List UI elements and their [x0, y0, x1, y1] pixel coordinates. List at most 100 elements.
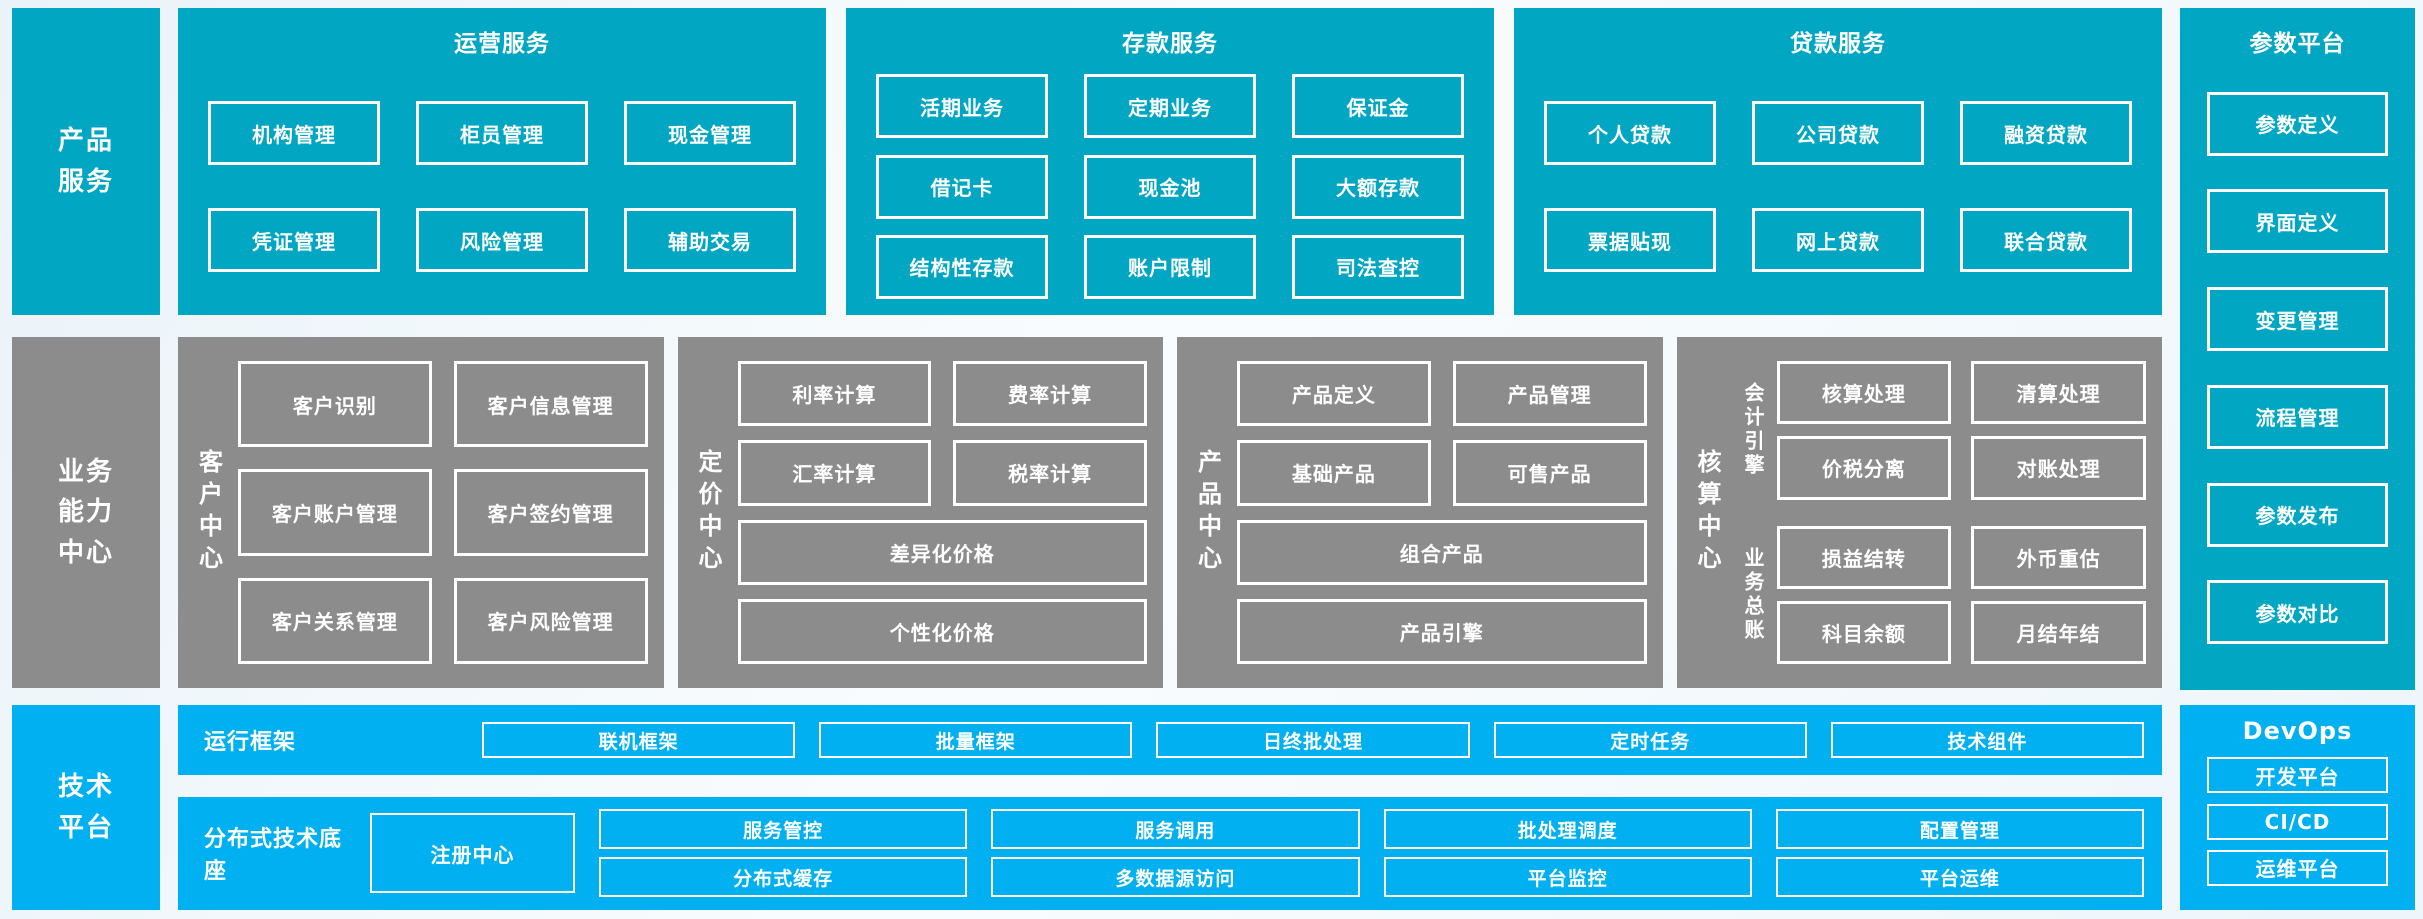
- box-registry-center: 注册中心: [370, 813, 575, 893]
- box-batch-framework: 批量框架: [819, 722, 1133, 758]
- parameter-platform-list: 参数定义 界面定义 变更管理 流程管理 参数发布 参数对比: [2180, 58, 2415, 690]
- section-accounting-center: 核算中心 会计引擎 核算处理 清算处理 价税分离 对账处理 业务总账: [1676, 337, 2162, 688]
- operations-services-title: 运营服务: [454, 31, 550, 57]
- box-customer-info-management: 客户信息管理: [453, 361, 648, 448]
- band-runtime-framework: 运行框架 联机框架 批量框架 日终批处理 定时任务 技术组件: [178, 705, 2162, 775]
- box-ops-platform: 运维平台: [2207, 849, 2388, 886]
- pricing-center-grid: 利率计算 费率计算 汇率计算 税率计算 差异化价格 个性化价格: [737, 361, 1147, 664]
- box-exchange-rate-calculation: 汇率计算: [737, 440, 932, 506]
- section-devops: DevOps 开发平台 CI/CD 运维平台: [2180, 705, 2415, 910]
- accounting-center-label: 核算中心: [1693, 448, 1721, 577]
- box-reconciliation-processing: 对账处理: [1971, 436, 2146, 500]
- box-platform-monitoring: 平台监控: [1383, 857, 1752, 897]
- box-differentiated-pricing: 差异化价格: [737, 519, 1147, 585]
- box-platform-operations: 平台运维: [1775, 857, 2144, 897]
- box-service-governance: 服务管控: [599, 809, 968, 849]
- accounting-center-groups: 会计引擎 核算处理 清算处理 价税分离 对账处理 业务总账 损益结转 外币重估: [1737, 361, 2146, 664]
- box-dev-platform: 开发平台: [2207, 757, 2388, 794]
- row-label-product-services-text: 产品 服务: [57, 126, 114, 197]
- box-customer-risk-management: 客户风险管理: [453, 577, 648, 664]
- section-loan-services: 贷款服务 个人贷款 公司贷款 融资贷款 票据贴现 网上贷款 联合贷款: [1514, 8, 2162, 315]
- customer-center-grid: 客户识别 客户信息管理 客户账户管理 客户签约管理 客户关系管理 客户风险管理: [238, 361, 648, 664]
- section-deposit-services: 存款服务 活期业务 定期业务 保证金 借记卡 现金池 大额存款 结构性存款 账户…: [846, 8, 1494, 315]
- runtime-framework-label: 运行框架: [204, 730, 297, 755]
- section-pricing-center: 定价中心 利率计算 费率计算 汇率计算 税率计算 差异化价格 个性化价格: [677, 337, 1163, 688]
- box-cash-management: 现金管理: [624, 101, 796, 165]
- operations-services-grid: 机构管理 柜员管理 现金管理 凭证管理 风险管理 辅助交易: [178, 58, 826, 315]
- box-online-loan: 网上贷款: [1752, 208, 1924, 272]
- box-scheduled-task: 定时任务: [1493, 722, 1807, 758]
- customer-center-label: 客户中心: [194, 448, 223, 577]
- box-customer-relationship-management: 客户关系管理: [238, 577, 432, 664]
- box-price-tax-separation: 价税分离: [1776, 436, 1952, 500]
- sidebar-row-labels: 产品 服务 业务 能力 中心 技术 平台: [12, 8, 160, 910]
- box-online-framework: 联机框架: [482, 722, 796, 758]
- distributed-base-grid: 服务管控 服务调用 批处理调度 配置管理 分布式缓存 多数据源访问 平台监控 平…: [599, 809, 2144, 897]
- box-sellable-product: 可售产品: [1452, 440, 1647, 506]
- box-risk-management: 风险管理: [416, 208, 588, 272]
- box-structured-deposit: 结构性存款: [876, 234, 1048, 299]
- row-product-services: 运营服务 机构管理 柜员管理 现金管理 凭证管理 风险管理 辅助交易 存款服务 …: [178, 8, 2162, 315]
- box-judicial-inquiry-control: 司法查控: [1292, 234, 1464, 299]
- box-parameter-comparison: 参数对比: [2207, 580, 2388, 645]
- box-tech-component: 技术组件: [1830, 722, 2145, 758]
- section-customer-center: 客户中心 客户识别 客户信息管理 客户账户管理 客户签约管理 客户关系管理 客户…: [178, 337, 664, 688]
- box-batch-scheduling: 批处理调度: [1383, 809, 1752, 849]
- box-month-year-end: 月结年结: [1971, 600, 2146, 664]
- business-ledger-label: 业务总账: [1741, 546, 1765, 643]
- row-business-capability: 客户中心 客户识别 客户信息管理 客户账户管理 客户签约管理 客户关系管理 客户…: [178, 337, 2162, 688]
- box-change-management: 变更管理: [2207, 287, 2388, 352]
- box-service-invocation: 服务调用: [991, 809, 1360, 849]
- box-auxiliary-transaction: 辅助交易: [624, 208, 796, 272]
- box-cash-pool: 现金池: [1084, 154, 1256, 219]
- box-multi-datasource-access: 多数据源访问: [991, 857, 1360, 897]
- box-product-management: 产品管理: [1452, 361, 1647, 427]
- box-distributed-cache: 分布式缓存: [599, 857, 968, 897]
- distributed-base-label: 分布式技术底座: [204, 827, 343, 884]
- business-ledger-group: 业务总账 损益结转 外币重估 科目余额 月结年结: [1737, 525, 2146, 664]
- box-eod-batch-processing: 日终批处理: [1156, 722, 1470, 758]
- product-center-label: 产品中心: [1193, 448, 1222, 577]
- row-label-business-capability-text: 业务 能力 中心: [57, 457, 114, 568]
- accounting-engine-group: 会计引擎 核算处理 清算处理 价税分离 对账处理: [1737, 361, 2146, 500]
- box-accounting-processing: 核算处理: [1776, 361, 1952, 425]
- box-customer-account-management: 客户账户管理: [238, 469, 432, 556]
- box-syndicated-loan: 联合贷款: [1960, 208, 2132, 272]
- row-label-technology-platform: 技术 平台: [12, 705, 160, 910]
- box-basic-product: 基础产品: [1237, 440, 1431, 506]
- box-interface-definition: 界面定义: [2207, 189, 2388, 254]
- box-personalized-pricing: 个性化价格: [737, 598, 1147, 664]
- product-center-grid: 产品定义 产品管理 基础产品 可售产品 组合产品 产品引擎: [1237, 361, 1647, 664]
- box-interest-rate-calculation: 利率计算: [737, 361, 932, 427]
- box-process-management: 流程管理: [2207, 384, 2388, 449]
- section-product-center: 产品中心 产品定义 产品管理 基础产品 可售产品 组合产品 产品引擎: [1177, 337, 1663, 688]
- box-product-definition: 产品定义: [1237, 361, 1431, 427]
- main-area: 运营服务 机构管理 柜员管理 现金管理 凭证管理 风险管理 辅助交易 存款服务 …: [178, 8, 2162, 910]
- accounting-engine-grid: 核算处理 清算处理 价税分离 对账处理: [1776, 361, 2146, 500]
- box-pnl-carryover: 损益结转: [1776, 525, 1952, 589]
- accounting-engine-label: 会计引擎: [1741, 382, 1765, 479]
- box-voucher-management: 凭证管理: [208, 208, 380, 272]
- box-account-balance: 科目余额: [1776, 600, 1952, 664]
- box-tax-rate-calculation: 税率计算: [953, 440, 1147, 506]
- box-demand-business: 活期业务: [876, 74, 1048, 139]
- parameter-platform-title: 参数平台: [2249, 31, 2346, 57]
- devops-title: DevOps: [2242, 717, 2353, 745]
- box-margin-deposit: 保证金: [1292, 74, 1464, 139]
- box-product-engine: 产品引擎: [1237, 598, 1647, 664]
- right-column: 参数平台 参数定义 界面定义 变更管理 流程管理 参数发布 参数对比 DevOp…: [2180, 8, 2415, 910]
- deposit-services-title: 存款服务: [1122, 31, 1218, 57]
- box-debit-card: 借记卡: [876, 154, 1048, 219]
- business-ledger-grid: 损益结转 外币重估 科目余额 月结年结: [1776, 525, 2146, 664]
- box-combined-product: 组合产品: [1237, 519, 1647, 585]
- box-bill-discount: 票据贴现: [1544, 208, 1716, 272]
- box-personal-loan: 个人贷款: [1544, 101, 1716, 165]
- box-large-deposit: 大额存款: [1292, 154, 1464, 219]
- section-parameter-platform: 参数平台 参数定义 界面定义 变更管理 流程管理 参数发布 参数对比: [2180, 8, 2415, 690]
- box-customer-identification: 客户识别: [238, 361, 432, 448]
- box-account-restriction: 账户限制: [1084, 234, 1256, 299]
- loan-services-title: 贷款服务: [1790, 31, 1886, 57]
- box-ci-cd: CI/CD: [2207, 803, 2388, 840]
- box-parameter-definition: 参数定义: [2207, 91, 2388, 156]
